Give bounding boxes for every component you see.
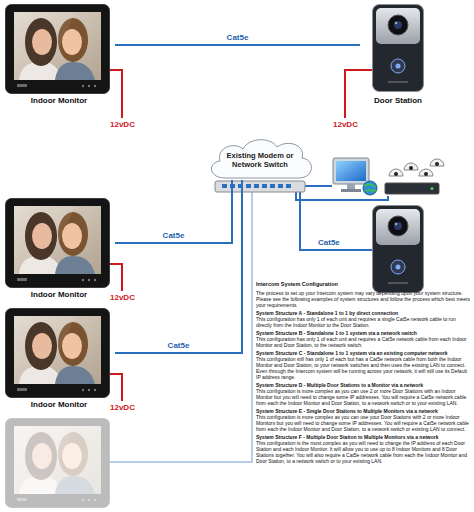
- text-panel: Intercom System ConfigurationThe process…: [256, 281, 470, 465]
- structure-heading: System Structure D - Multiple Door Stati…: [256, 382, 470, 388]
- structure-heading: System Structure A - Standalone 1 to 1 b…: [256, 310, 470, 316]
- cat5e-cable: [115, 44, 360, 46]
- cat5e-cable: [115, 180, 242, 353]
- power-label: 12vDC: [333, 120, 358, 130]
- cable-label: Cat5e: [163, 231, 185, 241]
- device-node: Indoor Monitor: [3, 198, 115, 300]
- device-label: Door Station: [360, 96, 436, 106]
- power-label: 12vDC: [110, 120, 135, 130]
- structure-description: This configuration still has only 1 of e…: [256, 356, 470, 380]
- structure-description: This configuration is more complex as yo…: [256, 388, 470, 406]
- power-label: 12vDC: [110, 293, 135, 303]
- cable-label: Cat5e: [168, 341, 190, 351]
- structure-description: This configuration is the most complex a…: [256, 440, 470, 464]
- device-node: Door Station: [360, 4, 436, 106]
- structure-heading: System Structure C - Standalone 1 to 1 s…: [256, 350, 470, 356]
- cloud-label: Existing Modem or Network Switch: [218, 151, 302, 169]
- device-label: Indoor Monitor: [3, 96, 115, 106]
- structure-description: This configuration has only 1 of each un…: [256, 336, 470, 348]
- panel-heading: Intercom System Configuration: [256, 281, 470, 288]
- cable-label: Cat5e: [318, 238, 340, 248]
- cable-label: Cat5e: [227, 33, 249, 43]
- device-node: Indoor Monitor: [3, 308, 115, 410]
- structure-description: This configuration is more complex as yo…: [256, 414, 470, 432]
- cloud-node: Existing Modem or Network Switch: [205, 136, 315, 180]
- cloud-text-wrap: Existing Modem or Network Switch: [205, 136, 315, 173]
- cat5e-cable: [115, 180, 232, 243]
- structure-heading: System Structure B - Standalone 1 to 1 s…: [256, 330, 470, 336]
- structure-description: The process to set up your Intercom syst…: [256, 290, 470, 308]
- device-node: Indoor Monitor: [3, 4, 115, 106]
- structure-description: This configuration has only 1 of each un…: [256, 316, 470, 328]
- structure-heading: System Structure F - Multiple Door Stati…: [256, 434, 470, 440]
- device-label: Indoor Monitor: [3, 400, 115, 410]
- power-label: 12vDC: [110, 403, 135, 413]
- device-label: Indoor Monitor: [3, 290, 115, 300]
- structure-heading: System Structure E - Single Door Station…: [256, 408, 470, 414]
